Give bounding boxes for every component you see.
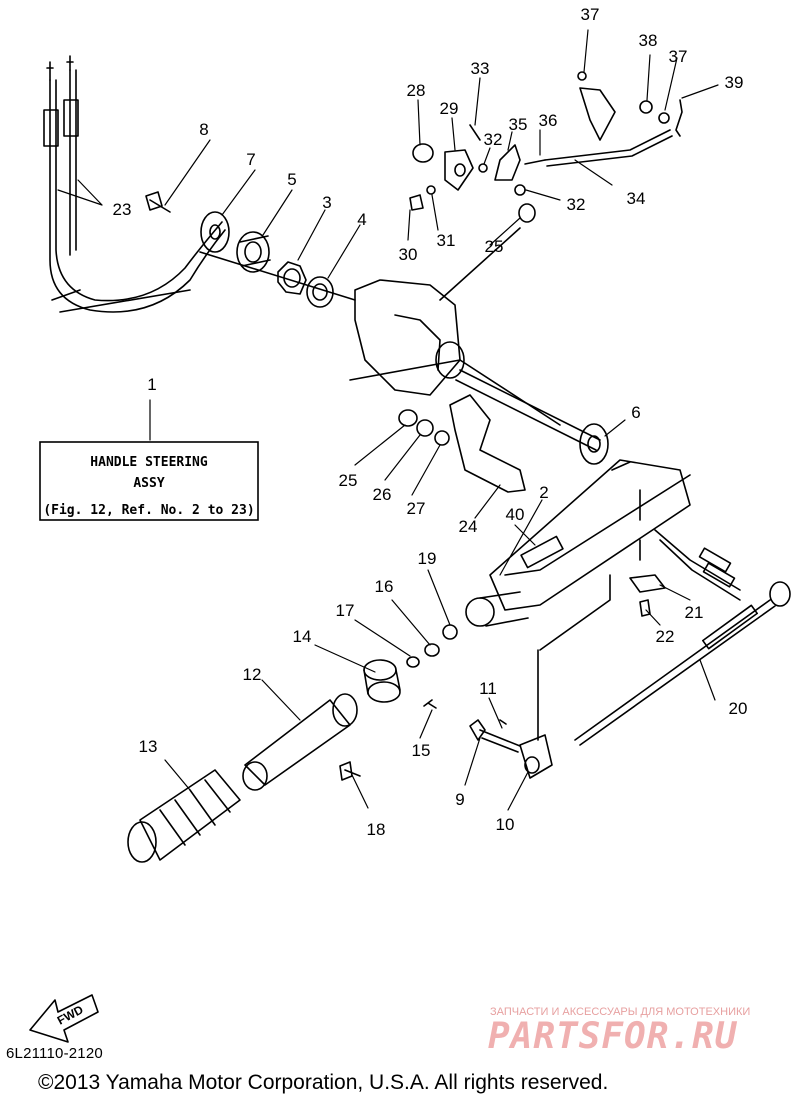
callout-numbers: 1 2 3 4 5 6 7 8 9 10 11 12 13 14 15 16 1… [113, 5, 748, 839]
callout-32-upper: 32 [484, 130, 503, 149]
callout-27: 27 [407, 499, 426, 518]
callout-36: 36 [539, 111, 558, 130]
callout-37-upper: 37 [581, 5, 600, 24]
grip-13-drawing [127, 769, 241, 863]
callout-5: 5 [287, 170, 296, 189]
callout-16: 16 [375, 577, 394, 596]
callout-23: 23 [113, 200, 132, 219]
callout-11: 11 [479, 679, 497, 698]
callout-25-upper: 25 [485, 237, 504, 256]
plate-21-drawing [629, 574, 666, 617]
watermark-logo: PARTSFOR.RU [488, 1016, 738, 1057]
callout-22: 22 [656, 627, 675, 646]
throttle-cable-drawing [43, 55, 226, 313]
rod-20-drawing [574, 581, 791, 746]
bushing-5-drawing [236, 231, 271, 273]
lever-24-drawing [398, 394, 526, 493]
throttle-cables-right-drawing [654, 529, 741, 601]
callout-7: 7 [246, 150, 255, 169]
fwd-arrow-drawing [29, 994, 99, 1043]
box-line-3: (Fig. 12, Ref. No. 2 to 23) [43, 503, 254, 518]
callout-10: 10 [496, 815, 515, 834]
linkage-drawing [409, 71, 683, 301]
bracket-drawing [199, 251, 561, 426]
callout-37-lower: 37 [669, 47, 688, 66]
callout-3: 3 [322, 193, 331, 212]
callout-31: 31 [437, 231, 456, 250]
box-line-1: HANDLE STEERING [90, 455, 208, 470]
callout-1: 1 [147, 375, 156, 394]
throttle-shaft-12-drawing [242, 693, 358, 791]
callout-2: 2 [539, 483, 548, 502]
callout-20: 20 [729, 699, 748, 718]
callout-15: 15 [412, 741, 431, 760]
copyright-notice: ©2013 Yamaha Motor Corporation, U.S.A. A… [38, 1071, 609, 1094]
callout-24: 24 [459, 517, 478, 536]
callout-18: 18 [367, 820, 386, 839]
callout-25-lower: 25 [339, 471, 358, 490]
callout-8: 8 [199, 120, 208, 139]
callout-9: 9 [455, 790, 464, 809]
clamp-10-drawing [469, 719, 553, 779]
callout-13: 13 [139, 737, 158, 756]
callout-29: 29 [440, 99, 459, 118]
callout-6: 6 [631, 403, 640, 422]
callout-28: 28 [407, 81, 426, 100]
plate-6-drawing [579, 423, 609, 465]
plate-7-drawing [200, 211, 230, 253]
callout-33: 33 [471, 59, 490, 78]
watermark-subtitle: ЗАПЧАСТИ И АКСЕССУАРЫ ДЛЯ МОТОТЕХНИКИ [490, 1006, 751, 1018]
callout-17: 17 [336, 601, 355, 620]
collar-14-drawing [363, 659, 401, 703]
drawing-code: 6L21110-2120 [6, 1045, 103, 1062]
handle-steering-assy-box: HANDLE STEERING ASSY (Fig. 12, Ref. No. … [39, 441, 259, 521]
leader-lines [57, 29, 719, 811]
steering-handle-2-drawing [465, 459, 691, 741]
shaft-drawing [455, 369, 601, 451]
callout-12: 12 [243, 665, 262, 684]
bolt-8-drawing [145, 191, 171, 213]
callout-32-lower: 32 [567, 195, 586, 214]
callout-14: 14 [293, 627, 312, 646]
callout-35: 35 [509, 115, 528, 134]
callout-34: 34 [627, 189, 646, 208]
callout-40: 40 [506, 505, 525, 524]
box-line-2: ASSY [133, 476, 164, 491]
callout-21: 21 [685, 603, 704, 622]
callout-38: 38 [639, 31, 658, 50]
callout-26: 26 [373, 485, 392, 504]
callout-4: 4 [357, 210, 366, 229]
callout-19: 19 [418, 549, 437, 568]
callout-39: 39 [725, 73, 744, 92]
callout-30: 30 [399, 245, 418, 264]
fwd-label: FWD [55, 1002, 86, 1027]
